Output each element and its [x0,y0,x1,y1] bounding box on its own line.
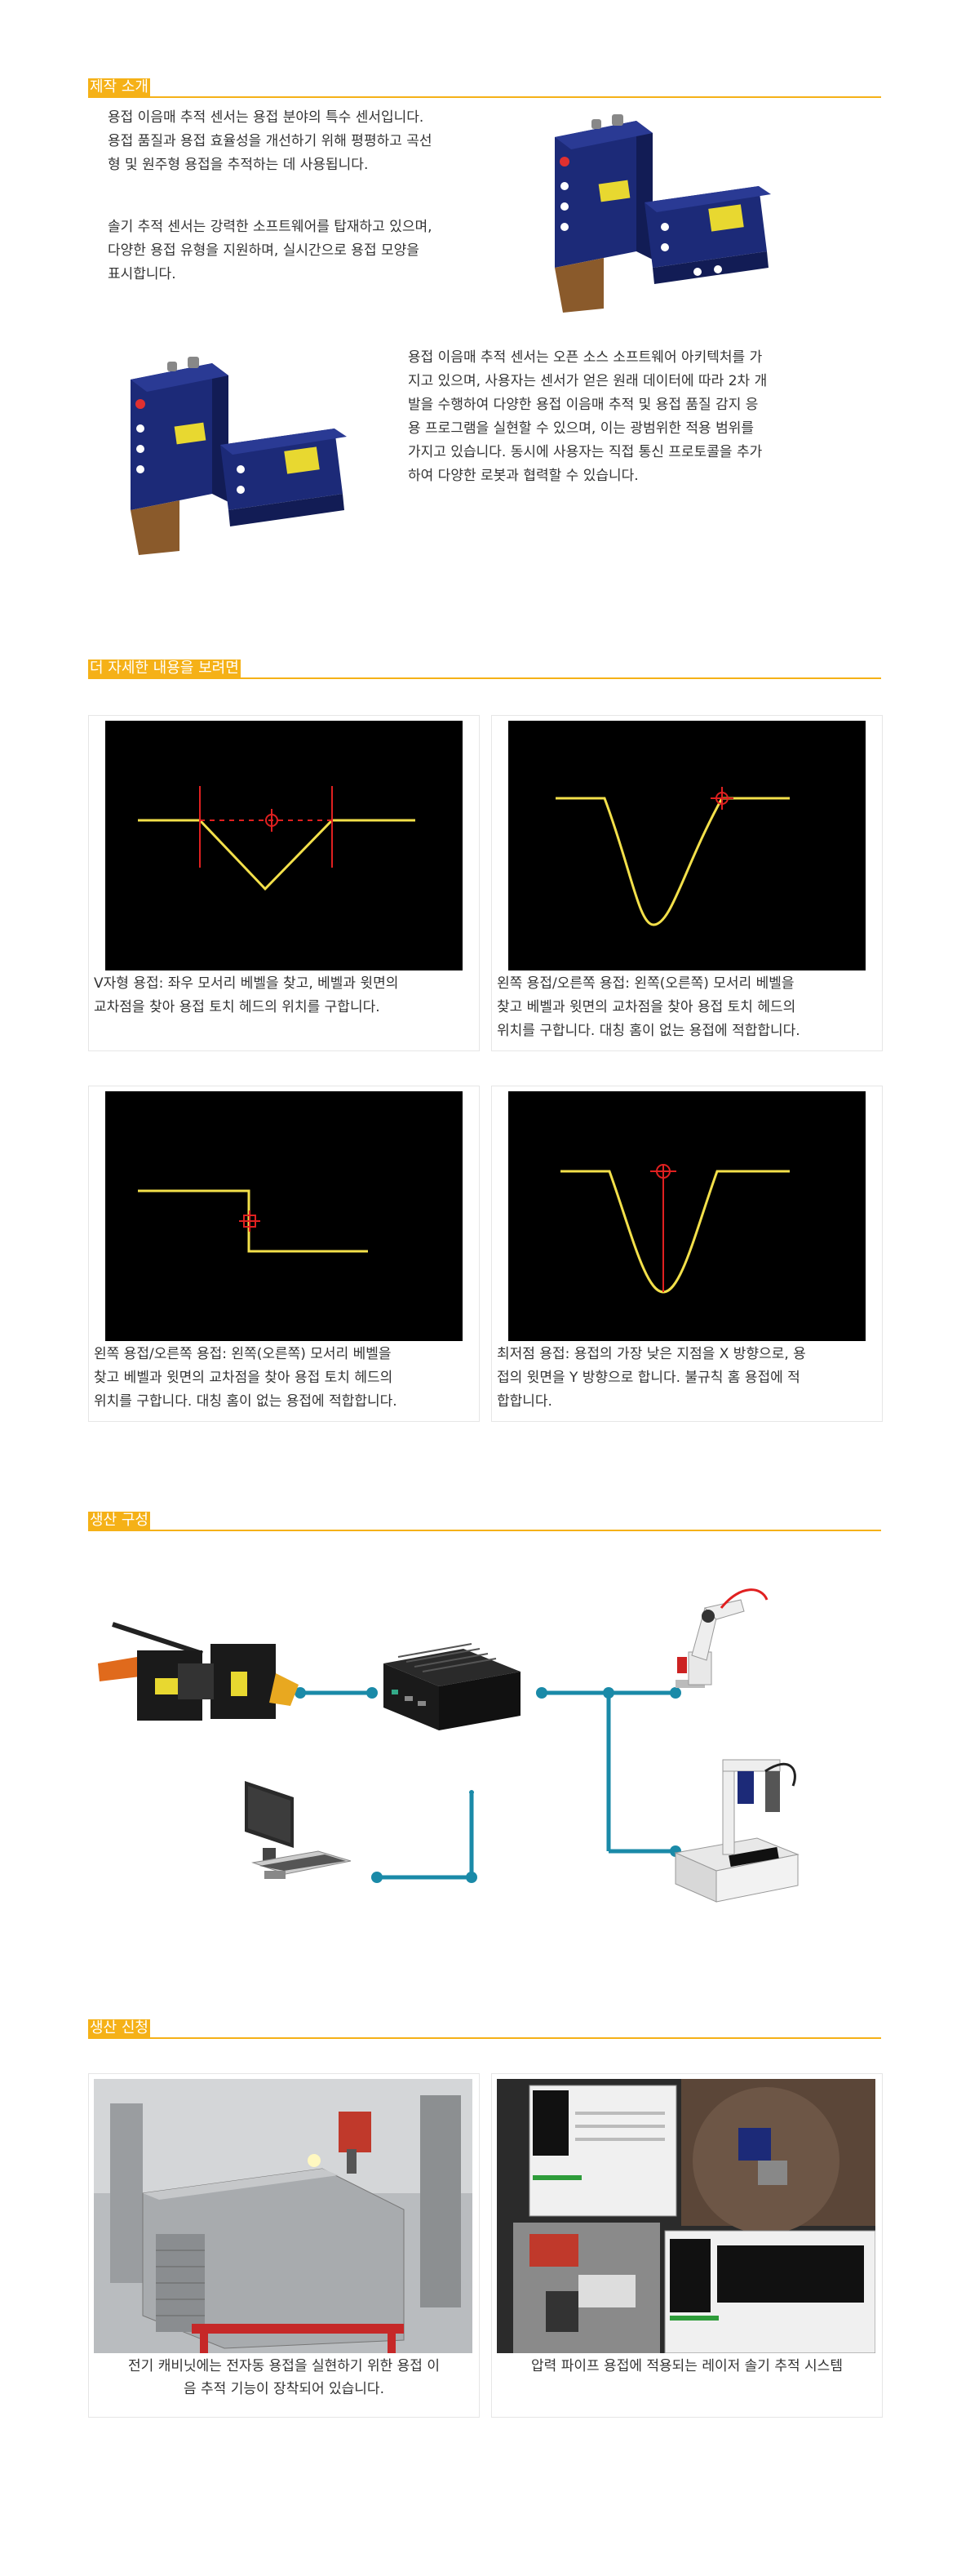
welding-workstation-image [674,1759,800,1903]
weld-type-card-side: 왼쪽 용접/오른쪽 용접: 왼쪽(오른쪽) 모서리 베벨을 찾고 베벨과 윗면의… [491,715,883,1051]
text-line: 용접 이음매 추적 센서는 용접 분야의 특수 센서입니다. [108,109,424,126]
text-line: 교차점을 찾아 용접 토치 헤드의 위치를 구합니다. [94,999,380,1015]
text-line: 최저점 용접: 용접의 가장 낮은 지점을 X 방향으로, 용 [497,1346,806,1362]
production-setup-diagram [98,1588,800,1903]
text-line: 용 프로그램을 실현할 수 있으며, 이는 광범위한 적용 범위를 [408,420,754,437]
section-title: 생산 신청 [88,2019,150,2037]
card-caption: 전기 캐비닛에는 전자동 용접을 실현하기 위한 용접 이 음 추적 기능이 장… [94,2355,474,2401]
section-header-production: 생산 구성 [88,1512,881,1531]
cabinet-welding-photo [94,2079,472,2353]
text-line: 찾고 베벨과 윗면의 교차점을 찾아 용접 토치 헤드의 [497,999,796,1015]
text-line: 용접 이음매 추적 센서는 오픈 소스 소프트웨어 아키텍처를 가 [408,349,763,366]
card-caption: 왼쪽 용접/오른쪽 용접: 왼쪽(오른쪽) 모서리 베벨을 찾고 베벨과 윗면의… [94,1343,471,1414]
sensor-product-image [131,357,347,555]
text-line: 압력 파이프 용접에 적용되는 레이저 솔기 추적 시스템 [531,2358,843,2374]
sensor-assembly-image [98,1622,299,1721]
section-title: 제작 소개 [88,78,150,96]
weld-type-card-lowest: 최저점 용접: 용접의 가장 낮은 지점을 X 방향으로, 용 접의 윗면을 Y… [491,1086,883,1422]
text-line: V자형 용접: 좌우 모서리 베벨을 찾고, 베벨과 윗면의 [94,975,399,992]
application-card-cabinet: 전기 캐비닛에는 전자동 용접을 실현하기 위한 용접 이 음 추적 기능이 장… [88,2073,480,2418]
pipe-welding-photo-collage [497,2079,875,2353]
section-header-application: 생산 신청 [88,2019,881,2039]
text-line: 위치를 구합니다. 대칭 홈이 없는 용접에 적합합니다. [497,1023,800,1039]
card-caption: V자형 용접: 좌우 모서리 베벨을 찾고, 베벨과 윗면의 교차점을 찾아 용… [94,972,471,1019]
text-line: 찾고 베벨과 윗면의 교차점을 찾아 용접 토치 헤드의 [94,1370,393,1386]
text-line: 표시합니다. [108,266,176,282]
text-line: 가지고 있습니다. 동시에 사용자는 직접 통신 프로토콜을 추가 [408,444,763,460]
laser-profile-screen [508,721,866,970]
card-caption: 최저점 용접: 용접의 가장 낮은 지점을 X 방향으로, 용 접의 윗면을 Y… [497,1343,874,1414]
section-header-intro: 제작 소개 [88,78,881,98]
intro-paragraph-1: 용접 이음매 추적 센서는 용접 분야의 특수 센서입니다. 용접 품질과 용접… [108,106,532,177]
intro-paragraph-2: 솔기 추적 센서는 강력한 소프트웨어를 탑재하고 있으며, 다양한 용접 유형… [108,215,532,286]
laser-profile-screen [508,1091,866,1341]
text-line: 접의 윗면을 Y 방향으로 합니다. 불규칙 홈 용접에 적 [497,1370,800,1386]
text-line: 하여 다양한 로봇과 협력할 수 있습니다. [408,468,639,484]
section-header-details: 더 자세한 내용을 보려면 [88,660,881,679]
text-line: 전기 캐비닛에는 전자동 용접을 실현하기 위한 용접 이 [128,2358,440,2374]
text-line: 합합니다. [497,1393,552,1410]
text-line: 지고 있으며, 사용자는 센서가 얻은 원래 데이터에 따라 2차 개 [408,373,768,389]
text-line: 솔기 추적 센서는 강력한 소프트웨어를 탑재하고 있으며, [108,219,432,235]
text-line: 왼쪽 용접/오른쪽 용접: 왼쪽(오른쪽) 모서리 베벨을 [94,1346,392,1362]
card-caption: 왼쪽 용접/오른쪽 용접: 왼쪽(오른쪽) 모서리 베벨을 찾고 베벨과 윗면의… [497,972,874,1043]
text-line: 음 추적 기능이 장착되어 있습니다. [184,2381,384,2397]
laser-profile-screen [105,1091,463,1341]
text-line: 왼쪽 용접/오른쪽 용접: 왼쪽(오른쪽) 모서리 베벨을 [497,975,795,992]
section-title: 생산 구성 [88,1512,150,1530]
text-line: 발을 수행하여 다양한 용접 이음매 추적 및 용접 품질 감지 응 [408,397,759,413]
weld-type-card-step: 왼쪽 용접/오른쪽 용접: 왼쪽(오른쪽) 모서리 베벨을 찾고 베벨과 윗면의… [88,1086,480,1422]
industrial-pc-image [383,1643,521,1730]
monitor-workstation-image [245,1781,352,1879]
text-line: 용접 품질과 용접 효율성을 개선하기 위해 평평하고 곡선 [108,133,432,149]
card-caption: 압력 파이프 용접에 적용되는 레이저 솔기 추적 시스템 [497,2355,877,2378]
section-title: 더 자세한 내용을 보려면 [88,660,241,677]
text-line: 위치를 구합니다. 대칭 홈이 없는 용접에 적합합니다. [94,1393,397,1410]
text-line: 다양한 용접 유형을 지원하며, 실시간으로 용접 모양을 [108,242,419,259]
laser-profile-screen [105,721,463,970]
sensor-product-image [555,114,771,313]
intro-paragraph-3: 용접 이음매 추적 센서는 오픈 소스 소프트웨어 아키텍처를 가 지고 있으며… [408,346,816,488]
text-line: 형 및 원주형 용접을 추적하는 데 사용됩니다. [108,157,369,173]
application-card-pipe: 압력 파이프 용접에 적용되는 레이저 솔기 추적 시스템 [491,2073,883,2418]
robot-arm-image [676,1588,769,1688]
weld-type-card-v: V자형 용접: 좌우 모서리 베벨을 찾고, 베벨과 윗면의 교차점을 찾아 용… [88,715,480,1051]
